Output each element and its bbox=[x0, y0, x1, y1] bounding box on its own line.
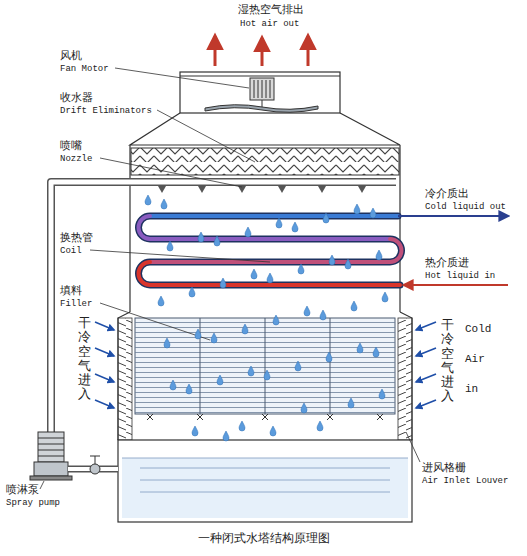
water-drop bbox=[345, 259, 351, 269]
water-drop bbox=[370, 208, 376, 218]
filler bbox=[135, 318, 395, 420]
water-drop bbox=[267, 273, 273, 283]
part-label: 换热管 bbox=[60, 232, 93, 245]
water-drops bbox=[145, 195, 388, 441]
water-drop bbox=[301, 403, 307, 413]
part-label: 喷嘴 bbox=[60, 140, 82, 153]
flow-label: Hot liquid in bbox=[425, 271, 495, 281]
part-label: 进风格栅 bbox=[422, 462, 466, 475]
hot-liquid-in-arrow bbox=[404, 284, 508, 286]
water-drop bbox=[145, 195, 151, 205]
water-drop bbox=[329, 255, 335, 265]
part-label: Fan Motor bbox=[60, 64, 109, 74]
part-label: Drift Eliminators bbox=[60, 106, 152, 116]
cold-liquid-out-arrow bbox=[398, 215, 508, 217]
water-drop bbox=[317, 421, 323, 431]
water-drop bbox=[251, 269, 257, 279]
drift-eliminator bbox=[131, 148, 399, 175]
part-label: 喷淋泵 bbox=[6, 484, 39, 497]
water-drop bbox=[373, 347, 379, 357]
water-drop bbox=[292, 222, 298, 232]
water-basin bbox=[118, 440, 412, 522]
part-label: Spray pump bbox=[6, 498, 60, 508]
water-drop bbox=[164, 338, 170, 348]
water-drop bbox=[245, 227, 251, 237]
figure-caption: 一种闭式水塔结构原理图 bbox=[198, 532, 330, 546]
water-drop bbox=[248, 366, 254, 376]
water-drop bbox=[295, 361, 301, 371]
water-drop bbox=[304, 306, 310, 316]
water-drop bbox=[161, 199, 167, 209]
water-drop bbox=[167, 241, 173, 251]
flow-label: Cold liquid out bbox=[425, 202, 506, 212]
water-drop bbox=[273, 315, 279, 325]
water-drop bbox=[198, 232, 204, 242]
water-drop bbox=[189, 287, 195, 297]
nozzles bbox=[158, 186, 366, 193]
water-drop bbox=[382, 292, 388, 302]
inlet-label: 干冷空气进入 bbox=[78, 316, 91, 402]
part-label: 收水器 bbox=[60, 92, 93, 105]
water-drop bbox=[192, 426, 198, 436]
water-drop bbox=[270, 426, 276, 436]
part-label: Nozzle bbox=[60, 154, 92, 164]
water-drop bbox=[326, 352, 332, 362]
flow-label: 冷介质出 bbox=[425, 188, 469, 201]
fan-housing bbox=[180, 72, 340, 113]
tower-roof bbox=[130, 113, 400, 145]
leader-lines bbox=[40, 68, 420, 489]
air-inlet-louver bbox=[398, 318, 412, 440]
part-label: Coil bbox=[60, 246, 82, 256]
water-drop bbox=[186, 384, 192, 394]
inlet-label: 干冷空气进入 bbox=[441, 318, 454, 404]
water-drop bbox=[195, 329, 201, 339]
part-label: Air Inlet Louver bbox=[422, 476, 508, 486]
outlet-label: Hot air out bbox=[240, 19, 299, 29]
cold-air-arrows bbox=[95, 322, 436, 408]
water-drop bbox=[170, 380, 176, 390]
water-drop bbox=[376, 250, 382, 260]
water-drop bbox=[217, 375, 223, 385]
water-drop bbox=[242, 324, 248, 334]
tower-walls bbox=[118, 145, 412, 440]
water-drop bbox=[320, 310, 326, 320]
water-drop bbox=[357, 343, 363, 353]
water-drop bbox=[323, 213, 329, 223]
water-drop bbox=[351, 301, 357, 311]
inlet-label: Cold Air in bbox=[465, 314, 495, 404]
water-drop bbox=[379, 389, 385, 399]
outlet-label: 湿热空气排出 bbox=[238, 4, 304, 17]
fan-motor bbox=[205, 78, 318, 112]
spray-pump bbox=[30, 432, 118, 480]
water-drop bbox=[223, 431, 229, 441]
heat-exchange-coil bbox=[139, 216, 402, 285]
water-drop bbox=[298, 264, 304, 274]
water-drop bbox=[211, 333, 217, 343]
part-label: Filler bbox=[60, 299, 92, 309]
water-drop bbox=[354, 204, 360, 214]
water-drop bbox=[264, 370, 270, 380]
water-drop bbox=[348, 398, 354, 408]
hot-air-arrows bbox=[215, 36, 308, 66]
part-label: 风机 bbox=[60, 50, 82, 63]
water-drop bbox=[214, 236, 220, 246]
air-inlet-louver bbox=[118, 318, 132, 440]
water-drop bbox=[220, 278, 226, 288]
water-drop bbox=[239, 421, 245, 431]
flow-label: 热介质进 bbox=[425, 257, 469, 270]
part-label: 填料 bbox=[60, 285, 82, 298]
water-drop bbox=[276, 218, 282, 228]
water-drop bbox=[158, 296, 164, 306]
